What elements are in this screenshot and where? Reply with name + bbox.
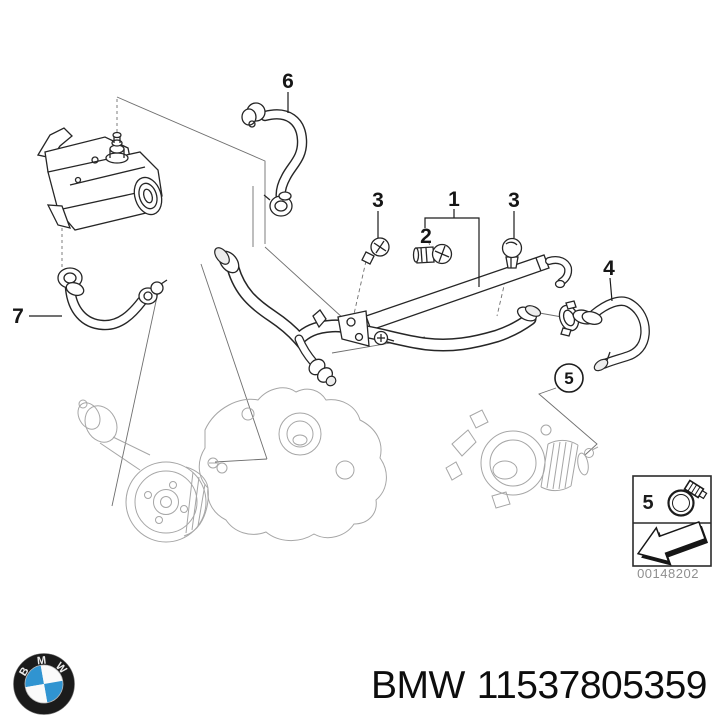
main-hose-1-drawing <box>214 247 573 387</box>
callout-4: 4 <box>603 257 615 280</box>
brand-text: BMW <box>370 664 465 707</box>
legend-box: 5 00148202 <box>632 475 712 581</box>
exploded-parts-drawing: 1 2 3 3 4 6 7 5 5 <box>12 70 712 581</box>
installation-direction-arrow-icon <box>636 520 709 566</box>
bmw-roundel-quadrants <box>24 664 64 704</box>
callout-6: 6 <box>282 70 294 93</box>
callout-3-left: 3 <box>372 189 384 212</box>
callout-2: 2 <box>420 225 432 248</box>
water-pump-drawing <box>77 387 387 543</box>
callout-7: 7 <box>12 305 24 328</box>
callout-1: 1 <box>448 188 460 211</box>
hose-clamp-icon <box>667 479 708 517</box>
callout-labels: 1 2 3 3 4 6 7 5 <box>12 70 615 393</box>
thermostat-housing-drawing <box>445 409 599 509</box>
vent-hose-7-drawing <box>57 267 168 331</box>
coolant-flange-drawing <box>36 127 163 231</box>
bmw-logo: B M W <box>10 650 78 718</box>
callout-3-right: 3 <box>508 189 520 212</box>
legend-item-number: 5 <box>642 492 653 514</box>
bolt-3-right-drawing <box>501 237 523 269</box>
logo-letter-m: M <box>36 655 46 668</box>
hose-4-drawing <box>558 296 650 372</box>
callout-5-circled: 5 <box>554 363 584 393</box>
bolt-2-drawing <box>412 243 453 265</box>
callout-1-bracket <box>424 209 480 287</box>
bolt-3-left-drawing <box>361 237 390 265</box>
vent-pipe-6-drawing <box>241 102 308 217</box>
part-number-text: 11537805359 <box>476 664 708 707</box>
part-number-label: BMW 11537805359 <box>370 664 708 708</box>
legend-catalog-number: 00148202 <box>637 566 699 581</box>
svg-text:5: 5 <box>564 369 573 388</box>
